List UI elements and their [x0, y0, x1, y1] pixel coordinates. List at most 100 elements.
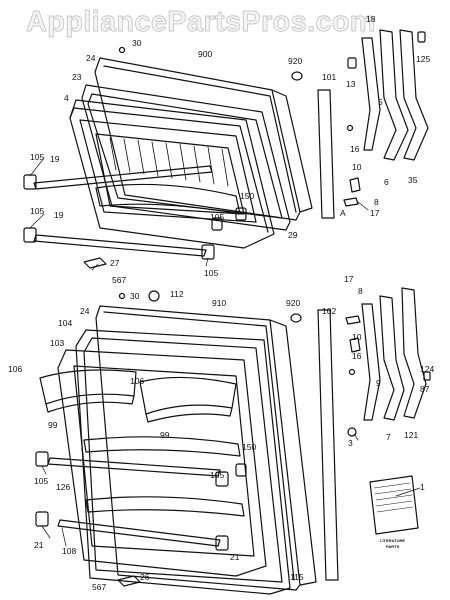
label-150-lower: 150 — [242, 442, 256, 452]
lower-screw-30 — [118, 292, 126, 300]
label-7: 7 — [386, 432, 391, 442]
label-567-lower: 567 — [92, 582, 106, 592]
lower-bracket-105-a — [35, 451, 49, 467]
label-10: 10 — [352, 162, 362, 172]
lower-door-strip-102 — [317, 309, 339, 581]
upper-part-labels: 30 900 920 24 23 4 101 13 18 125 5 16 6 … — [30, 14, 430, 285]
label-1: 1 — [420, 482, 425, 492]
lower-plug-112 — [148, 290, 160, 302]
lower-bracket-21-b — [215, 535, 229, 551]
label-900: 900 — [198, 49, 212, 59]
lower-door-shelf-bar-108 — [57, 519, 221, 547]
label-21-a: 21 — [34, 540, 44, 550]
label-121: 121 — [404, 430, 418, 440]
label-30: 30 — [132, 38, 142, 48]
label-8: 8 — [374, 197, 379, 207]
label-27: 27 — [110, 258, 120, 268]
lower-bracket-21-a — [35, 511, 49, 527]
label-126: 126 — [56, 482, 70, 492]
label-8-lower: 8 — [358, 286, 363, 296]
label-150: 150 — [240, 191, 254, 201]
label-35: 35 — [408, 175, 418, 185]
lower-bracket-105-b — [215, 471, 229, 487]
label-125: 125 — [416, 54, 430, 64]
upper-screw-30 — [118, 46, 126, 54]
upper-part-8 — [343, 197, 359, 207]
label-112: 112 — [170, 289, 184, 299]
lower-door-gasket — [75, 329, 291, 595]
upper-bracket-1 — [23, 174, 37, 190]
label-920-lower: 920 — [286, 298, 300, 308]
label-17-lower: 17 — [344, 274, 354, 284]
lower-hinge-121 — [401, 287, 427, 419]
leader-lines — [29, 157, 421, 547]
label-5: 5 — [378, 97, 383, 107]
label-101: 101 — [322, 72, 336, 82]
label-16-lower: 16 — [352, 351, 362, 361]
label-a: A — [340, 208, 346, 218]
label-106-b: 106 — [130, 376, 144, 386]
label-124: 124 — [420, 364, 434, 374]
upper-part-125 — [417, 31, 426, 43]
label-23: 23 — [72, 72, 82, 82]
label-105-d: 105 — [204, 268, 218, 278]
upper-hinge-35 — [399, 29, 429, 161]
lower-part-8 — [345, 315, 361, 325]
upper-door-gasket — [81, 84, 291, 231]
upper-screw-16 — [346, 124, 354, 132]
upper-plug-920 — [291, 71, 303, 81]
lower-screw-16 — [348, 368, 356, 376]
literature-booklet — [369, 475, 419, 535]
lower-part-124 — [423, 371, 431, 381]
label-18: 18 — [366, 14, 376, 24]
upper-door-strip-101 — [317, 89, 335, 219]
upper-hinge-part-13 — [347, 57, 357, 69]
upper-part-10 — [349, 177, 361, 193]
upper-door-shelf-bar-bottom — [33, 234, 207, 257]
upper-part-27 — [83, 257, 107, 269]
label-99-b: 99 — [160, 430, 170, 440]
lower-dairy-door-right — [139, 376, 237, 415]
lower-door-assembly — [35, 287, 431, 595]
literature-label-line2: PARTS — [386, 544, 400, 549]
label-29: 29 — [288, 230, 298, 240]
upper-hinge-bracket-5 — [361, 37, 381, 151]
lower-door-shelf-bar-126 — [47, 457, 221, 477]
label-10-lower: 10 — [352, 332, 362, 342]
upper-hinge-6 — [379, 29, 409, 161]
label-16: 16 — [350, 144, 360, 154]
lower-part-labels: 30 112 910 920 104 24 103 106 106 99 99 … — [8, 274, 434, 592]
label-920: 920 — [288, 56, 302, 66]
label-102: 102 — [322, 306, 336, 316]
label-567: 567 — [112, 275, 126, 285]
label-106-a: 106 — [8, 364, 22, 374]
upper-door-assembly — [23, 29, 429, 269]
label-3: 3 — [348, 438, 353, 448]
lower-bracket-150 — [235, 463, 247, 477]
lower-outer-door-panel — [95, 305, 301, 591]
lower-dairy-door-left — [39, 369, 137, 405]
label-103: 103 — [50, 338, 64, 348]
label-24: 24 — [86, 53, 96, 63]
label-30-lower: 30 — [130, 291, 140, 301]
upper-door-shelf-bar-top — [33, 165, 213, 190]
lower-door-liner — [57, 349, 267, 577]
lower-hinge-7 — [379, 295, 405, 421]
upper-bracket-5 — [235, 207, 247, 221]
lower-part-26 — [117, 575, 141, 587]
label-99-a: 99 — [48, 420, 58, 430]
label-4: 4 — [64, 93, 69, 103]
label-9: 9 — [376, 378, 381, 388]
lower-part-3 — [347, 427, 357, 437]
label-104: 104 — [58, 318, 72, 328]
label-910: 910 — [212, 298, 226, 308]
label-13: 13 — [346, 79, 356, 89]
label-19-b: 19 — [54, 210, 64, 220]
label-105-lower-b: 105 — [210, 470, 224, 480]
label-115: 115 — [290, 572, 304, 582]
label-105-a: 105 — [30, 152, 44, 162]
label-108: 108 — [62, 546, 76, 556]
label-24-lower: 24 — [80, 306, 90, 316]
